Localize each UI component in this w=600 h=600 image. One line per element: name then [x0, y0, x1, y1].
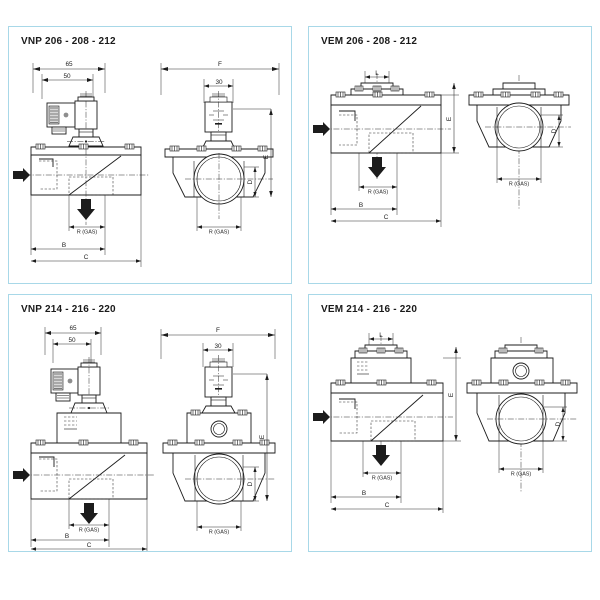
dim-rgas-front-label: R (GAS) [368, 190, 389, 196]
dim-b-label: B [359, 202, 363, 209]
dim-c-label: C [84, 254, 89, 261]
dim-65-label: 65 [69, 325, 77, 332]
dim-d-label: D [555, 421, 562, 426]
dim-f-label: F [218, 61, 222, 68]
dim-30-label: 30 [215, 79, 223, 86]
dim-50-label: 50 [68, 337, 76, 344]
dim-b-label: B [362, 490, 366, 497]
outlet-flow-arrow [77, 199, 95, 220]
dim-e-label: E [263, 155, 270, 159]
drawing-vnp-214: 65 50 [9, 317, 291, 551]
dim-b-label: B [62, 242, 66, 249]
outlet-flow-arrow [372, 445, 390, 466]
dim-e-label: E [446, 117, 453, 121]
panel-vnp-214: VNP 214 - 216 - 220 65 50 [8, 294, 292, 552]
dim-rgas-side-label: R (GAS) [209, 530, 230, 536]
dim-b-label: B [65, 533, 69, 540]
dim-e-label: E [448, 393, 455, 397]
inlet-flow-arrow [313, 410, 330, 424]
dim-c-label: C [385, 502, 390, 509]
outlet-flow-arrow [368, 157, 386, 178]
dim-c-label: C [87, 542, 92, 549]
panel-vnp-206: VNP 206 - 208 - 212 65 50 [8, 26, 292, 284]
dim-rgas-side-label: R (GAS) [511, 472, 532, 478]
panel-title-vem-214: VEM 214 - 216 - 220 [321, 304, 418, 315]
dim-rgas-front-label: R (GAS) [372, 476, 393, 482]
dim-d-label: D [247, 481, 254, 486]
dim-e-label: E [259, 435, 266, 439]
dim-rgas-front-label: R (GAS) [77, 230, 98, 236]
dim-65-label: 65 [65, 61, 73, 68]
inlet-flow-arrow [13, 468, 30, 482]
drawing-vnp-206: 65 50 [9, 49, 291, 283]
panel-vem-214: VEM 214 - 216 - 220 L [308, 294, 592, 552]
dim-50-label: 50 [63, 73, 71, 80]
dim-rgas-front-label: R (GAS) [79, 528, 100, 534]
dim-c-label: C [384, 214, 389, 221]
dim-30-label: 30 [214, 343, 222, 350]
panel-title-vnp-206: VNP 206 - 208 - 212 [21, 36, 116, 47]
dim-d-label: D [247, 179, 254, 184]
outlet-flow-arrow [80, 503, 98, 524]
panel-vem-206: VEM 206 - 208 - 212 L [308, 26, 592, 284]
panel-title-vem-206: VEM 206 - 208 - 212 [321, 36, 418, 47]
drawing-vem-206: L [309, 49, 591, 283]
drawing-vem-214: L [309, 317, 591, 551]
inlet-flow-arrow [313, 122, 330, 136]
panel-title-vnp-214: VNP 214 - 216 - 220 [21, 304, 116, 315]
inlet-flow-arrow [13, 168, 30, 182]
dim-rgas-side-label: R (GAS) [209, 230, 230, 236]
dim-f-label: F [216, 327, 220, 334]
dim-rgas-side-label: R (GAS) [509, 182, 530, 188]
dim-d-label: D [551, 128, 558, 133]
